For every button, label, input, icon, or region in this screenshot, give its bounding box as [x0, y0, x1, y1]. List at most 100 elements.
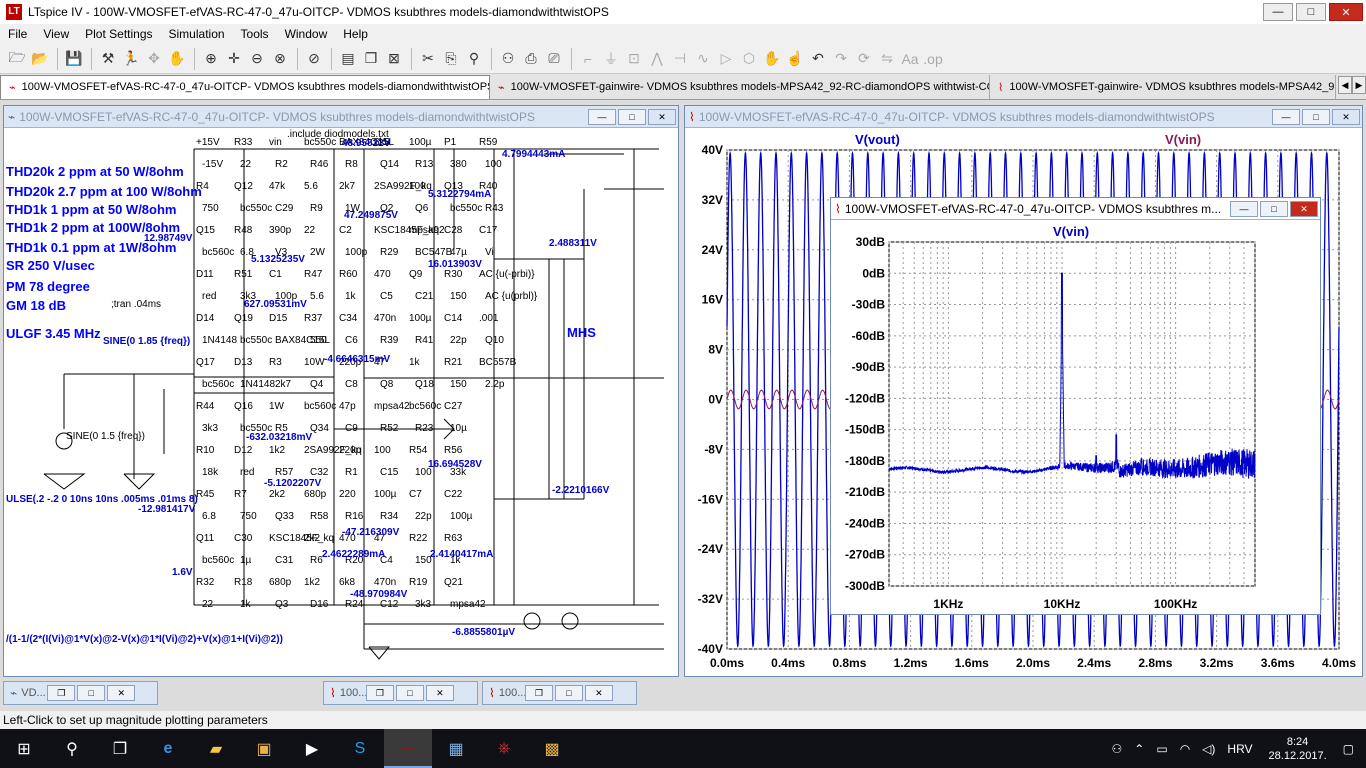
- docked-window-waveform-2[interactable]: ⌇ 100... ❐ □ ✕: [482, 681, 637, 705]
- rotate-icon[interactable]: ⟳: [858, 50, 870, 66]
- cut-icon[interactable]: ✂: [422, 50, 434, 66]
- acrobat-icon[interactable]: ⎈: [497, 739, 511, 757]
- drag-icon[interactable]: ☝: [786, 50, 804, 66]
- close-button[interactable]: ✕: [1329, 3, 1363, 21]
- zoom-out-icon[interactable]: ⊖: [251, 50, 263, 66]
- component-label: 100: [415, 467, 432, 478]
- ltspice-taskbar-icon[interactable]: ⏤: [384, 729, 432, 768]
- menu-plot-settings[interactable]: Plot Settings: [85, 27, 153, 41]
- docked-restore-button[interactable]: ❐: [47, 685, 76, 701]
- wifi-icon[interactable]: ◠: [1179, 741, 1191, 756]
- file-explorer-icon[interactable]: ▰: [209, 740, 223, 758]
- search-icon[interactable]: ⚲: [66, 740, 78, 758]
- skype-icon[interactable]: S: [354, 739, 366, 757]
- docked-maximize-button[interactable]: □: [554, 685, 583, 701]
- text-icon[interactable]: Aa: [901, 50, 919, 67]
- docked-close-button[interactable]: ✕: [425, 685, 454, 701]
- move-icon[interactable]: ✋: [763, 50, 781, 66]
- docked-window-schematic[interactable]: ⌁ VD... ❐ □ ✕: [3, 681, 158, 705]
- schematic-close-button[interactable]: ✕: [648, 108, 676, 125]
- binoculars-icon[interactable]: ⚇: [501, 50, 515, 66]
- open-icon[interactable]: 🗁: [8, 48, 26, 65]
- fft-minimize-button[interactable]: —: [1230, 200, 1258, 217]
- diode-icon[interactable]: ▷: [720, 50, 732, 66]
- capacitor-icon[interactable]: ⊣: [673, 50, 687, 66]
- label-icon[interactable]: ⊡: [628, 50, 640, 66]
- docked-close-button[interactable]: ✕: [107, 685, 136, 701]
- wire-icon[interactable]: ⌐: [583, 50, 593, 67]
- task-view-icon[interactable]: ❐: [112, 740, 128, 758]
- docked-maximize-button[interactable]: □: [77, 685, 106, 701]
- maximize-button[interactable]: □: [1296, 3, 1326, 21]
- tab-schematic-diamondwithtwist[interactable]: ⌁ 100W-VMOSFET-efVAS-RC-47-0_47u-OITCP- …: [0, 74, 490, 99]
- edge-icon[interactable]: e: [163, 739, 173, 757]
- redo-icon[interactable]: ↷: [835, 50, 847, 66]
- start-button[interactable]: ⊞: [17, 740, 31, 758]
- folder-icon[interactable]: 📂: [31, 50, 49, 66]
- waveform-minimize-button[interactable]: —: [1272, 108, 1300, 125]
- trace-label-vout[interactable]: V(vout): [855, 132, 900, 147]
- hand-icon[interactable]: ✋: [168, 50, 186, 66]
- hammer-icon[interactable]: ⚒: [101, 50, 115, 66]
- minimize-button[interactable]: —: [1263, 3, 1293, 21]
- media-icon[interactable]: ▶: [305, 740, 319, 758]
- close-all-icon[interactable]: ⊠: [388, 50, 400, 66]
- app-icon[interactable]: ▩: [544, 740, 560, 758]
- inductor-icon[interactable]: ∿: [697, 50, 709, 66]
- people-icon[interactable]: ⚇: [1111, 741, 1123, 756]
- zoom-fit-icon[interactable]: ⊗: [274, 50, 286, 66]
- volume-icon[interactable]: ◁): [1202, 741, 1216, 756]
- schematic-maximize-button[interactable]: □: [618, 108, 646, 125]
- run-icon[interactable]: 🏃: [122, 50, 140, 66]
- tray-chevron-up-icon[interactable]: ⌃: [1134, 741, 1145, 756]
- fft-trace-label[interactable]: V(vin): [1053, 224, 1090, 239]
- find-icon[interactable]: ⚲: [468, 50, 480, 66]
- menu-view[interactable]: View: [43, 27, 70, 41]
- explorer-folder-icon[interactable]: ▣: [256, 740, 272, 758]
- menu-file[interactable]: File: [8, 27, 28, 41]
- battery-icon[interactable]: ▭: [1156, 741, 1168, 756]
- resistor-icon[interactable]: ⋀: [651, 50, 663, 66]
- fft-close-button[interactable]: ✕: [1290, 200, 1318, 217]
- print-setup-icon[interactable]: ⎚: [548, 50, 560, 66]
- notifications-icon[interactable]: ▢: [1342, 741, 1354, 756]
- mirror-icon[interactable]: ⇋: [881, 50, 893, 66]
- fft-maximize-button[interactable]: □: [1260, 200, 1288, 217]
- waveform-maximize-button[interactable]: □: [1302, 108, 1330, 125]
- trace-label-vin[interactable]: V(vin): [1165, 132, 1202, 147]
- docked-window-waveform-1[interactable]: ⌇ 100... ❐ □ ✕: [323, 681, 478, 705]
- clock[interactable]: 8:24 28.12.2017.: [1268, 735, 1327, 762]
- component-icon[interactable]: ⬡: [742, 50, 756, 66]
- schematic-minimize-button[interactable]: —: [588, 108, 616, 125]
- menu-help[interactable]: Help: [343, 27, 368, 41]
- undo-icon[interactable]: ↶: [812, 50, 824, 66]
- docked-close-button[interactable]: ✕: [584, 685, 613, 701]
- photos-icon[interactable]: ▦: [448, 740, 464, 758]
- docked-maximize-button[interactable]: □: [395, 685, 424, 701]
- zoom-in-icon[interactable]: ⊕: [205, 50, 217, 66]
- cascade-icon[interactable]: ❐: [364, 50, 378, 66]
- menu-simulation[interactable]: Simulation: [168, 27, 225, 41]
- probe-icon[interactable]: ✥: [148, 50, 160, 66]
- tab-waveform-gainwire[interactable]: ⌇ 100W-VMOSFET-gainwire- VDMOS ksubthres…: [990, 74, 1336, 99]
- print-icon[interactable]: ⎙: [525, 50, 537, 66]
- menu-tools[interactable]: Tools: [240, 27, 269, 41]
- menu-window[interactable]: Window: [284, 27, 328, 41]
- tab-scroll-left-icon[interactable]: ◀: [1338, 76, 1352, 94]
- language-indicator[interactable]: HRV: [1227, 741, 1253, 756]
- waveform-close-button[interactable]: ✕: [1332, 108, 1360, 125]
- zoom-pan-icon[interactable]: ✛: [228, 50, 240, 66]
- tile-horizontal-icon[interactable]: ▤: [341, 50, 355, 66]
- ground-icon[interactable]: ⏚: [604, 50, 618, 67]
- spice-directive-icon[interactable]: .op: [923, 50, 943, 67]
- component-label: R45: [196, 489, 215, 500]
- pick-visible-icon[interactable]: ⊘: [308, 50, 320, 66]
- tab-schematic-gainwire-ccs[interactable]: ⌁ 100W-VMOSFET-gainwire- VDMOS ksubthres…: [490, 74, 990, 99]
- save-icon[interactable]: 💾: [65, 50, 83, 66]
- tab-scroll-right-icon[interactable]: ▶: [1352, 76, 1366, 94]
- copy-icon[interactable]: ⎘: [445, 50, 457, 66]
- docked-restore-button[interactable]: ❐: [365, 685, 394, 701]
- docked-restore-button[interactable]: ❐: [524, 685, 553, 701]
